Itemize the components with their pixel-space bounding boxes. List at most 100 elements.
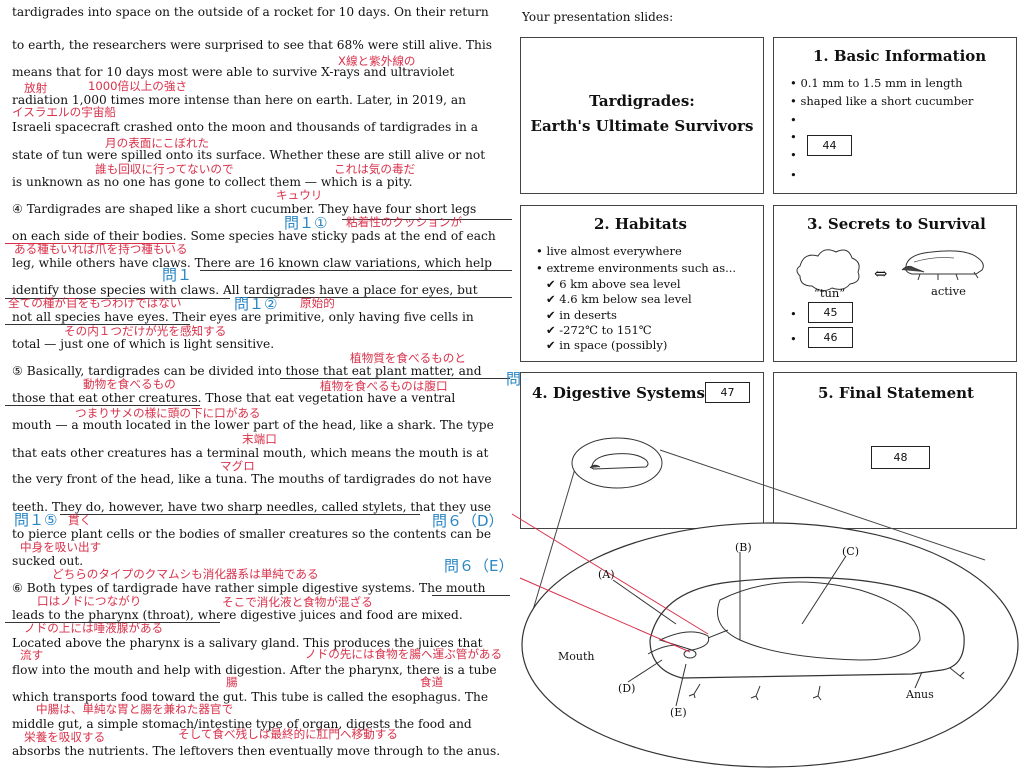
active-tardigrade-icon (905, 250, 984, 275)
answer-box-44: 44 (807, 135, 852, 156)
check-item: in deserts (559, 308, 617, 322)
slide-habitats: 2. Habitats • live almost everywhere • e… (520, 205, 764, 362)
diagram-label-a: (A) (598, 568, 615, 581)
slide-title: 4. Digestive Systems (532, 384, 705, 402)
note: 原始的 (300, 296, 335, 310)
article-line: absorbs the nutrients. The leftovers the… (12, 744, 501, 758)
slide-title: 5. Final Statement (818, 384, 974, 402)
slide-title: Tardigrades: Earth's Ultimate Survivors (520, 37, 764, 194)
salivary-gland (658, 631, 710, 651)
note: ノドの先には食物を腸へ運ぶ管がある (305, 647, 503, 661)
question-marker: 問１② (234, 295, 278, 313)
check-icon: ✔ (546, 277, 556, 291)
note: 末端口 (242, 432, 277, 446)
article-line: leg, while others have claws. There are … (12, 256, 492, 270)
note: ある種もいれば爪を持つ種もいる (14, 242, 188, 256)
note: そして食べ残しは最終的に肛門へ移動する (178, 727, 398, 741)
bullet-dot: • (790, 307, 797, 321)
article-line: middle gut, a simple stomach/intestine t… (12, 717, 472, 731)
note: 中身を吸い出す (20, 540, 102, 554)
note: キュウリ (276, 188, 323, 202)
article-line: leads to the pharynx (throat), where dig… (12, 608, 463, 622)
slide-final-statement: 5. Final Statement 48 (773, 372, 1017, 529)
note: 植物質を食べるものと (350, 351, 466, 365)
note: その内１つだけが光を感知する (64, 324, 227, 338)
tun-cloud-icon (796, 249, 860, 292)
bullet-text: live almost everywhere (546, 244, 682, 258)
check-icon: ✔ (546, 323, 556, 337)
tardigrade-body (649, 576, 965, 679)
slides-heading: Your presentation slides: (522, 10, 674, 24)
note: 粘着性のクッションが (346, 215, 462, 229)
note: 栄養を吸収する (24, 730, 106, 744)
slide-title: 3. Secrets to Survival (807, 215, 986, 233)
bullet-dot: • (790, 168, 797, 182)
article-line: is unknown as no one has gone to collect… (12, 175, 413, 189)
article-line: flow into the mouth and help with digest… (12, 663, 497, 677)
note: 全ての種が目をもつわけではない (8, 296, 182, 310)
check-icon: ✔ (546, 308, 556, 322)
note: ノドの上には唾液腺がある (24, 621, 164, 635)
note: つまりサメの様に頭の下に口がある (75, 406, 261, 420)
note: 1000倍以上の強さ (88, 79, 188, 93)
exchange-arrow-icon: ⇔ (874, 264, 888, 283)
check-item: in space (possibly) (559, 338, 668, 352)
diagram-label-c: (C) (842, 545, 859, 558)
article-line: sucked out. (12, 554, 84, 568)
article-line: on each side of their bodies. Some speci… (12, 229, 496, 243)
note: 動物を食べるもの (83, 377, 176, 391)
paragraph-5-start: ⑤ Basically, tardigrades can be divided … (12, 364, 482, 378)
note: 腸 (226, 675, 238, 689)
note: そこで消化液と食物が混ざる (222, 595, 373, 609)
answer-box-46: 46 (808, 327, 853, 348)
bullet-dot: • (790, 113, 797, 127)
article-line: Israeli spacecraft crashed onto the moon… (12, 120, 478, 134)
check-icon: ✔ (546, 292, 556, 306)
slide-basic-information: 1. Basic Information • 0.1 mm to 1.5 mm … (773, 37, 1017, 194)
article-line: to earth, the researchers were surprised… (12, 38, 493, 52)
article-line: the very front of the head, like a tuna.… (12, 472, 492, 486)
check-item: 4.6 km below sea level (559, 292, 692, 306)
article-line: state of tun were spilled onto its surfa… (12, 148, 486, 162)
note: 誰も回収に行ってないので (95, 162, 234, 176)
middle-gut (717, 581, 921, 661)
small-tardigrade-icon (590, 453, 649, 470)
slide-secrets-to-survival: 3. Secrets to Survival ⇔ “tun” active • … (773, 205, 1017, 362)
diagram-label-e: (E) (670, 706, 687, 719)
question-marker: 問１ (162, 266, 193, 284)
paragraph-6-start: ⑥ Both types of tardigrade have rather s… (12, 581, 486, 595)
question-marker: 問６（E） (444, 557, 514, 575)
note: 貫く (68, 513, 92, 527)
article-line: teeth. They do, however, have two sharp … (12, 500, 492, 514)
note: 食道 (420, 675, 444, 689)
slide-title: 1. Basic Information (813, 47, 987, 65)
article-line: mouth — a mouth located in the lower par… (12, 418, 494, 432)
article-line: that eats other creatures has a terminal… (12, 446, 489, 460)
title-line-1: Tardigrades: (589, 92, 695, 110)
article-line: not all species have eyes. Their eyes ar… (12, 310, 474, 324)
bullet-text: 0.1 mm to 1.5 mm in length (800, 76, 963, 90)
article-line: identify those species with claws. All t… (12, 283, 478, 297)
check-icon: ✔ (546, 338, 556, 352)
note: これは気の毒だ (334, 162, 416, 176)
article-line: those that eat other creatures. Those th… (12, 391, 456, 405)
question-marker: 問１⑤ (14, 511, 58, 529)
article-line: total — just one of which is light sensi… (12, 337, 275, 351)
slide-title: 2. Habitats (594, 215, 687, 233)
article-line: radiation 1,000 times more intense than … (12, 93, 467, 107)
diagram-label-mouth: Mouth (558, 650, 595, 663)
tun-label: “tun” (814, 286, 846, 300)
active-label: active (931, 284, 966, 298)
diagram-label-anus: Anus (906, 688, 934, 701)
bullet-dot: • (790, 130, 797, 144)
answer-box-47: 47 (705, 382, 750, 403)
bullet-text: shaped like a short cucumber (800, 94, 974, 108)
note: 口はノドにつながり (37, 594, 142, 608)
note: どちらのタイプのクマムシも消化器系は単純である (52, 567, 319, 581)
article-line: which transports food toward the gut. Th… (12, 690, 489, 704)
answer-box-48: 48 (871, 446, 930, 469)
note: 植物を食べるものは腹口 (320, 379, 448, 393)
check-item: -272℃ to 151℃ (559, 323, 652, 337)
